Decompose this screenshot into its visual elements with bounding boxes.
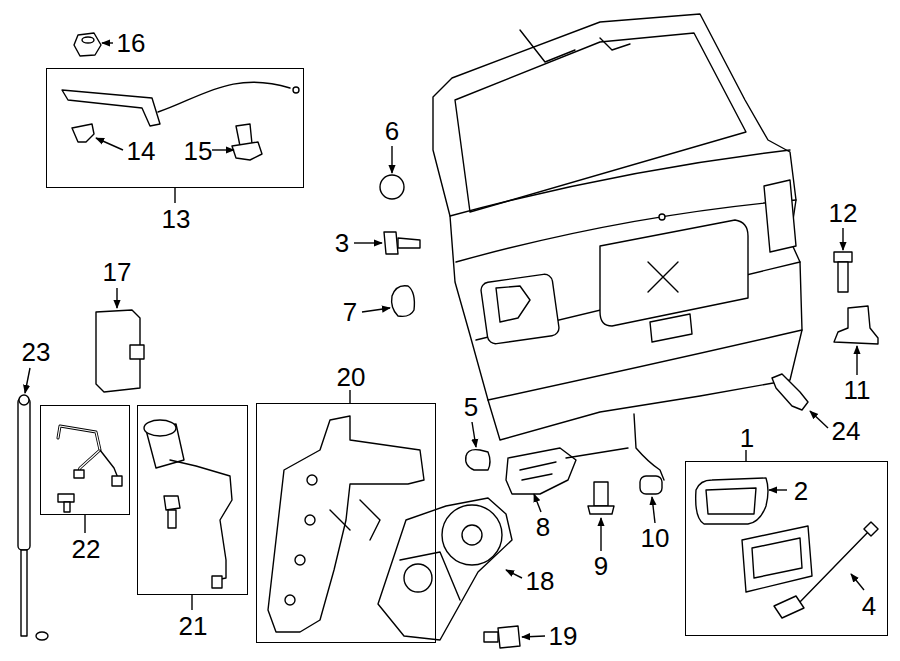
group-box: 21 bbox=[137, 405, 248, 595]
callout-number: 1 bbox=[740, 425, 754, 451]
callout-number: 16 bbox=[117, 30, 146, 56]
group-box: 22 bbox=[40, 405, 130, 515]
group-box: 131415 bbox=[46, 68, 304, 188]
group-box: 20 bbox=[256, 403, 436, 643]
callout-number: 20 bbox=[337, 364, 366, 390]
callout-number: 24 bbox=[832, 418, 861, 444]
callout-number: 14 bbox=[127, 138, 156, 164]
callout-number: 9 bbox=[594, 553, 608, 579]
callout-number: 17 bbox=[103, 259, 132, 285]
callout-number: 22 bbox=[72, 536, 101, 562]
callout-number: 4 bbox=[862, 593, 876, 619]
callout-number: 11 bbox=[844, 377, 871, 403]
callout-number: 2 bbox=[794, 478, 808, 504]
callout-number: 6 bbox=[385, 118, 399, 144]
callout-number: 21 bbox=[179, 613, 208, 639]
group-box: 124 bbox=[685, 461, 888, 636]
callout-number: 18 bbox=[526, 568, 555, 594]
callout-number: 8 bbox=[536, 514, 550, 540]
callout-number: 23 bbox=[22, 339, 51, 365]
callout-number: 13 bbox=[162, 206, 191, 232]
callout-number: 7 bbox=[343, 299, 357, 325]
callout-number: 3 bbox=[335, 230, 349, 256]
callout-number: 5 bbox=[464, 394, 478, 420]
callout-number: 15 bbox=[184, 138, 213, 164]
callout-number: 19 bbox=[549, 623, 578, 649]
callout-number: 10 bbox=[641, 525, 670, 551]
callout-number: 12 bbox=[829, 200, 858, 226]
